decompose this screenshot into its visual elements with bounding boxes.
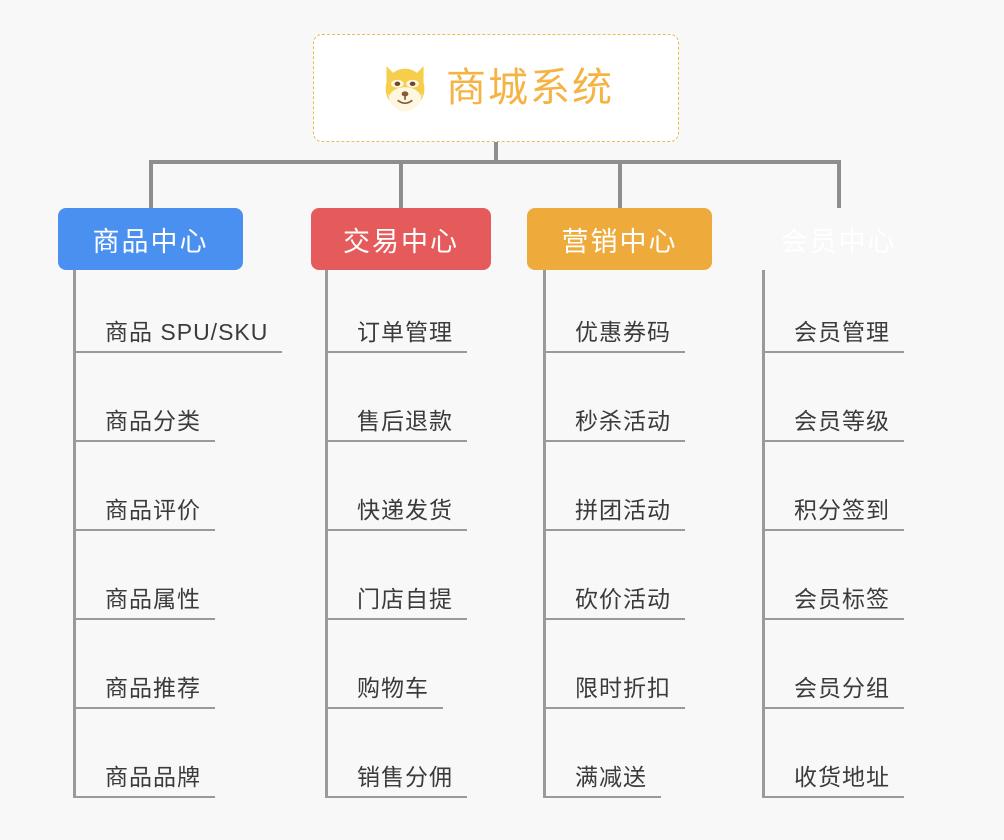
leaf-item-underline — [325, 796, 467, 798]
leaf-item-label: 商品分类 — [105, 408, 201, 434]
leaf-item-label: 砍价活动 — [575, 586, 671, 612]
leaf-item-underline — [325, 529, 467, 531]
leaf-item-underline — [762, 440, 904, 442]
leaf-item-underline — [762, 707, 904, 709]
leaf-item-underline — [762, 529, 904, 531]
connector-drop-3 — [617, 160, 622, 208]
connector-root-stem — [494, 142, 498, 163]
leaf-item-underline — [762, 796, 904, 798]
leaf-item-label: 积分签到 — [794, 497, 890, 523]
leaf-item-underline — [73, 440, 215, 442]
connector-drop-2 — [399, 160, 403, 208]
leaf-item-label: 拼团活动 — [575, 497, 671, 523]
connector-drop-4 — [836, 160, 841, 208]
leaf-item-underline — [543, 440, 685, 442]
leaf-item-label: 会员等级 — [794, 408, 890, 434]
leaf-item-label: 订单管理 — [357, 319, 453, 345]
branch-trunk — [325, 270, 328, 798]
category-box-2[interactable]: 交易中心 — [311, 208, 491, 270]
leaf-item-label: 会员管理 — [794, 319, 890, 345]
leaf-item-label: 会员标签 — [794, 586, 890, 612]
leaf-item-underline — [73, 351, 282, 353]
leaf-item-underline — [325, 440, 467, 442]
connector-horizontal-bus — [150, 160, 840, 164]
leaf-item-underline — [73, 707, 215, 709]
category-label: 商品中心 — [92, 226, 209, 257]
leaf-item-label: 优惠券码 — [575, 319, 671, 345]
leaf-item-label: 商品品牌 — [105, 764, 201, 790]
leaf-item-underline — [325, 618, 467, 620]
leaf-item-label: 秒杀活动 — [575, 408, 671, 434]
leaf-item-label: 收货地址 — [794, 764, 890, 790]
leaf-item-label: 购物车 — [357, 675, 429, 701]
leaf-item-underline — [543, 707, 685, 709]
shiba-dog-face-icon — [385, 66, 425, 112]
leaf-item-label: 商品推荐 — [105, 675, 201, 701]
category-label: 会员中心 — [780, 226, 897, 257]
leaf-item-label: 限时折扣 — [575, 675, 671, 701]
leaf-item-underline — [325, 351, 467, 353]
category-box-1[interactable]: 商品中心 — [58, 208, 243, 270]
leaf-item-label: 满减送 — [575, 764, 647, 790]
leaf-item-label: 商品属性 — [105, 586, 201, 612]
leaf-item-label: 商品 SPU/SKU — [105, 319, 269, 345]
leaf-item-underline — [762, 351, 904, 353]
leaf-item-underline — [762, 618, 904, 620]
leaf-item-label: 销售分佣 — [357, 764, 453, 790]
branch-trunk — [543, 270, 546, 798]
category-label: 交易中心 — [343, 226, 459, 257]
category-box-4[interactable]: 会员中心 — [746, 208, 931, 270]
category-box-3[interactable]: 营销中心 — [527, 208, 712, 270]
branch-trunk — [762, 270, 765, 798]
category-label: 营销中心 — [561, 226, 678, 257]
leaf-item-label: 商品评价 — [105, 497, 201, 523]
root-node[interactable]: 商城系统 — [313, 34, 679, 142]
leaf-item-label: 快递发货 — [357, 497, 453, 523]
leaf-item-underline — [543, 796, 661, 798]
branch-trunk — [73, 270, 76, 798]
leaf-item-label: 售后退款 — [357, 408, 453, 434]
leaf-item-underline — [73, 529, 215, 531]
leaf-item-underline — [325, 707, 443, 709]
leaf-item-underline — [73, 796, 215, 798]
leaf-item-underline — [543, 618, 685, 620]
leaf-item-underline — [73, 618, 215, 620]
leaf-item-label: 门店自提 — [357, 586, 453, 612]
connector-drop-1 — [148, 160, 153, 208]
leaf-item-label: 会员分组 — [794, 675, 890, 701]
leaf-item-underline — [543, 351, 685, 353]
leaf-item-underline — [543, 529, 685, 531]
root-title: 商城系统 — [446, 66, 614, 110]
